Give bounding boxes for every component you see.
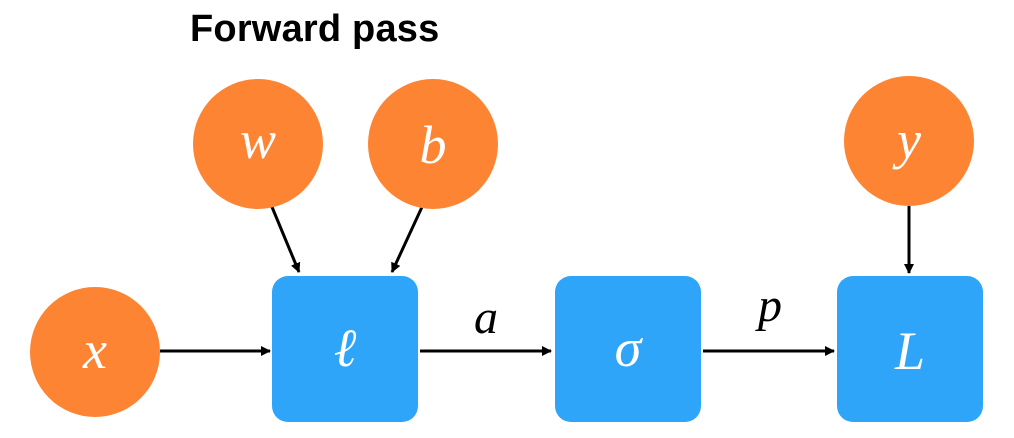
diagram-title: Forward pass — [190, 8, 440, 50]
node-loss-label: L — [894, 321, 925, 381]
node-b — [368, 79, 498, 209]
node-x-label: x — [82, 320, 107, 380]
node-linear — [272, 276, 418, 422]
edge-b-to-linear — [390, 206, 424, 273]
node-linear-label: ℓ — [334, 318, 357, 378]
node-sigma — [555, 276, 701, 422]
node-sigma-label: σ — [615, 318, 644, 378]
node-w-label: w — [240, 110, 276, 170]
edge-label-a: a — [474, 291, 498, 344]
node-x — [30, 287, 160, 417]
edge-w-to-linear — [270, 206, 301, 273]
node-y — [844, 76, 974, 206]
node-loss — [837, 276, 983, 422]
edge-label-p: p — [755, 279, 782, 332]
node-w — [193, 79, 323, 209]
node-y-label: y — [892, 110, 921, 170]
node-b-label: b — [420, 115, 447, 175]
